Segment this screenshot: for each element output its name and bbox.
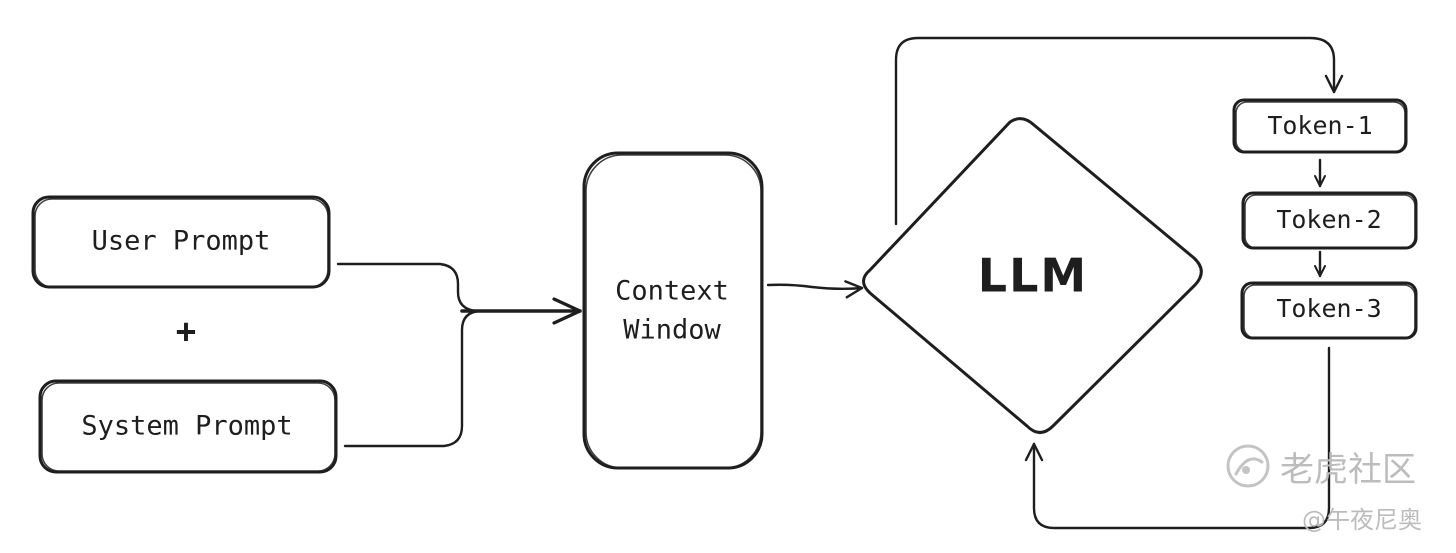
plus-sign: + (176, 312, 196, 352)
context-window-label-line2: Window (623, 315, 721, 346)
context-window-label-line1: Context (615, 276, 729, 307)
token-1-node: Token-1 (1232, 98, 1408, 154)
token-3-node: Token-3 (1240, 281, 1418, 340)
llm-to-token1-arrow (894, 36, 1344, 226)
tiger-logo-icon (1226, 444, 1270, 488)
context-window-node: Context Window (582, 151, 764, 470)
token-2-label: Token-2 (1276, 205, 1381, 234)
llm-node: LLM (862, 117, 1203, 434)
token3-to-llm-arrow (1024, 346, 1331, 530)
watermark-brand: 老虎社区 (1280, 450, 1416, 490)
token-3-label: Token-3 (1276, 294, 1381, 323)
context-to-llm-arrow (766, 280, 864, 299)
token-1-label: Token-1 (1267, 111, 1372, 140)
llm-label: LLM (978, 249, 1088, 303)
system-prompt-label: System Prompt (81, 411, 292, 442)
watermark: 老虎社区 @午夜尼奥 (1226, 444, 1422, 534)
watermark-author: @午夜尼奥 (1302, 506, 1422, 534)
system-prompt-connector (343, 309, 482, 448)
user-prompt-node: User Prompt (31, 195, 331, 289)
system-prompt-node: System Prompt (38, 379, 338, 474)
user-prompt-label: User Prompt (92, 226, 271, 257)
token-2-node: Token-2 (1241, 191, 1418, 250)
user-prompt-connector (336, 262, 577, 313)
